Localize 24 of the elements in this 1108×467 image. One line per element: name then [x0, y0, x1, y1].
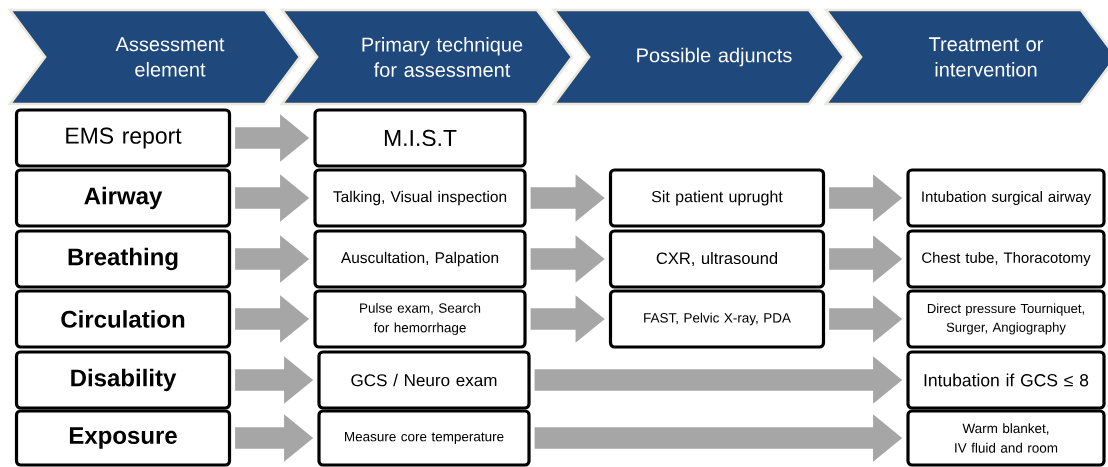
text-box: Breathing — [14, 229, 232, 289]
chevron-step: Primary technique for assessment — [279, 8, 574, 106]
text-box: Airway — [14, 168, 232, 228]
text-box: GCS / Neuro exam — [317, 350, 531, 410]
text-box: Measure core temperature — [317, 409, 531, 467]
text-box: CXR, ultrasound — [608, 229, 826, 289]
text-box: Talking, Visual inspection — [313, 168, 527, 228]
text-box: FAST, Pelvic X-ray, PDA — [608, 289, 826, 349]
text-box: Auscultation, Palpation — [313, 229, 527, 289]
chevron-step: Treatment or intervention — [823, 8, 1108, 106]
text-box: M.I.S.T — [313, 108, 527, 168]
text-box: Direct pressure Tourniquet, Surger, Angiography — [906, 289, 1106, 349]
text-box: Sit patient uprught — [608, 168, 826, 228]
text-box: Exposure — [14, 409, 232, 467]
text-box: Warm blanket, IV fluid and room — [906, 409, 1106, 467]
text-box: Chest tube, Thoracotomy — [906, 229, 1106, 289]
text-box: Disability — [14, 350, 232, 410]
text-box: Intubation surgical airway — [906, 168, 1106, 228]
text-box: Circulation — [14, 289, 232, 349]
text-box: EMS report — [14, 108, 232, 168]
chevron-step: Assessment element — [7, 8, 302, 106]
text-box: Intubation if GCS ≤ 8 — [906, 350, 1106, 410]
chevron-step: Possible adjuncts — [551, 8, 846, 106]
text-box: Pulse exam, Search for hemorrhage — [313, 289, 527, 349]
